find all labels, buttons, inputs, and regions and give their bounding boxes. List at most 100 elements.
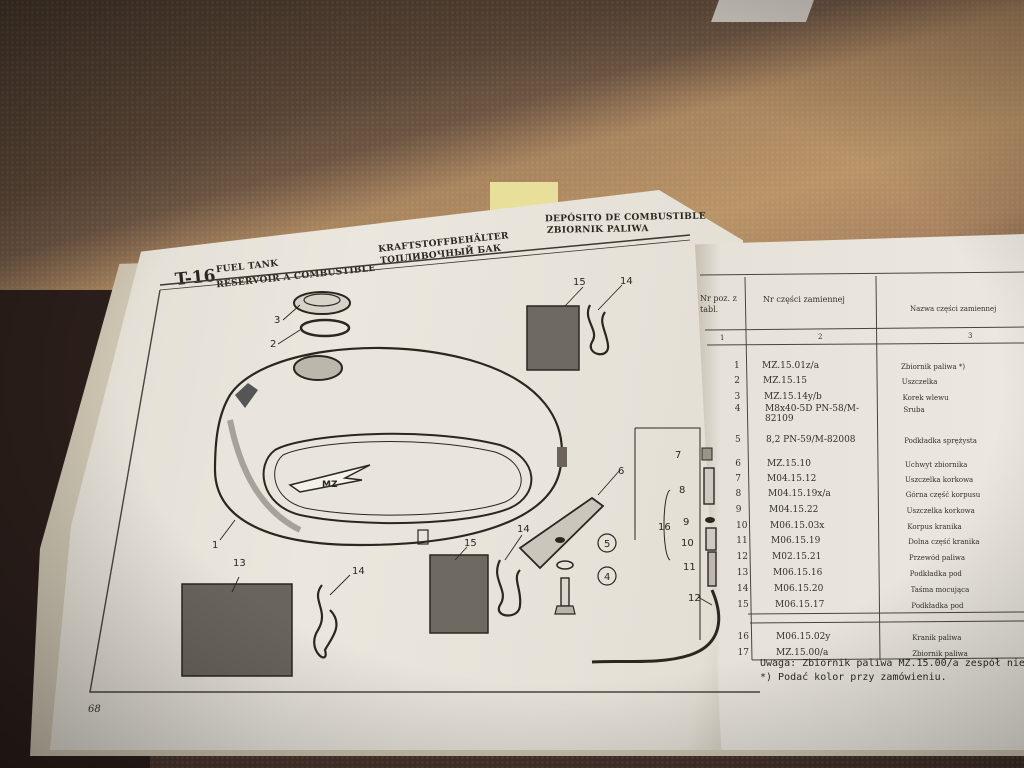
table-cell-pos: 3 <box>734 392 741 402</box>
table-cell-part-number: M8x40-5D PN-58/M-82109 <box>765 404 860 424</box>
callout-2: 2 <box>270 339 276 350</box>
table-cell-part-number: M04.15.12 <box>767 474 817 484</box>
table-cell-pos: 16 <box>737 632 749 642</box>
parts-table-grid <box>699 271 1024 661</box>
table-cell-pos: 5 <box>735 435 741 445</box>
col-num-1: 1 <box>720 334 725 342</box>
tank-petcock-port <box>417 529 429 545</box>
table-cell-pos: 6 <box>735 459 741 469</box>
tank-badge-panel <box>262 432 533 525</box>
callout-11: 11 <box>683 562 696 573</box>
header-rule <box>159 234 691 286</box>
callout-14-center: 14 <box>517 524 530 535</box>
table-cell-part-number: M02.15.21 <box>772 552 822 562</box>
table-cell-part-number: MZ.15.10 <box>767 459 811 469</box>
table-cell-pos: 13 <box>736 568 749 578</box>
rubber-pad-15-lower <box>429 554 489 634</box>
table-note-1: Uwaga: Zbiornik paliwa MZ.15.00/a zespół… <box>760 658 1024 669</box>
callout-15-upper: 15 <box>573 277 586 288</box>
callout-9: 9 <box>683 517 689 528</box>
tank-mount-lug <box>557 447 567 467</box>
table-cell-part-name: Korpus kranika <box>907 523 962 531</box>
callout-6: 6 <box>618 466 624 477</box>
petcock-part-8 <box>703 467 715 505</box>
table-cell-part-name: Uchwyt zbiornika <box>905 461 968 469</box>
callout-7: 7 <box>675 450 681 461</box>
mz-logo-wing <box>288 464 371 493</box>
table-cell-pos: 7 <box>735 474 741 484</box>
header-rule-thin <box>159 239 691 291</box>
tank-filler-neck <box>293 355 343 381</box>
col-header-name: Nazwa części zamiennej <box>910 305 997 313</box>
strap-14-left <box>313 584 338 659</box>
table-cell-part-name: Zbiornik paliwa <box>912 650 968 658</box>
filler-cap-top <box>303 293 341 307</box>
table-cell-pos: 10 <box>736 521 748 531</box>
table-cell-pos: 9 <box>735 505 742 515</box>
table-cell-part-number: M06.15.17 <box>775 600 825 610</box>
table-cell-pos: 2 <box>734 376 740 386</box>
callout-12: 12 <box>688 593 701 604</box>
callout-4-circle <box>597 566 617 586</box>
table-cell-part-number: M06.15.19 <box>771 536 821 546</box>
table-cell-pos: 15 <box>737 600 749 610</box>
table-cell-part-number: M06.15.20 <box>774 584 824 594</box>
table-cell-pos: 12 <box>736 552 748 562</box>
mz-logo-text: MZ <box>322 480 338 490</box>
table-cell-part-number: MZ.15.15 <box>763 376 807 386</box>
table-cell-part-name: Uszczelka korkowa <box>906 507 975 515</box>
table-cell-part-number: M06.15.03x <box>770 521 825 531</box>
table-cell-part-name: Podkładka pod <box>909 570 962 578</box>
tank-shading <box>227 419 302 533</box>
filler-cap <box>293 291 351 315</box>
fuel-hose-12 <box>591 589 721 664</box>
screw-4-head <box>554 605 576 615</box>
table-cell-part-name: Dolna część kranika <box>908 538 980 546</box>
table-cell-part-name: Przewód paliwa <box>909 554 966 562</box>
callout-14-left: 14 <box>352 566 365 577</box>
table-cell-part-name: Kranik paliwa <box>912 634 962 642</box>
callout-13: 13 <box>233 558 246 569</box>
filler-gasket <box>299 318 351 338</box>
table-cell-part-name: Zbiornik paliwa *) <box>901 363 966 371</box>
callout-16: 16 <box>658 522 671 533</box>
table-cell-part-name: Górna część korpusu <box>905 491 981 499</box>
table-cell-part-number: M06.15.02y <box>776 632 831 642</box>
table-cell-part-name: Śruba <box>903 406 925 414</box>
tank-vent <box>235 383 258 408</box>
rubber-pad-13 <box>181 583 293 677</box>
strap-14-upper <box>586 304 610 356</box>
callout-5: 5 <box>604 539 610 550</box>
screw-4 <box>560 577 570 607</box>
fuel-tank <box>213 346 563 547</box>
table-cell-part-name: Uszczelka <box>901 378 938 386</box>
parts-table: Nr poz. z tabl. Nr części zamiennej Nazw… <box>700 0 1024 768</box>
table-cell-part-number: MZ.15.14y/b <box>764 392 822 402</box>
col-num-2: 2 <box>818 333 823 341</box>
table-cell-part-number: M04.15.19x/a <box>768 489 831 499</box>
rubber-pad-15-upper <box>526 305 580 371</box>
table-cell-part-number: M04.15.22 <box>769 505 819 515</box>
mounting-bracket-6 <box>518 496 605 570</box>
table-cell-pos: 11 <box>736 536 748 546</box>
callout-3: 3 <box>274 315 280 326</box>
right-page <box>695 234 1024 750</box>
table-note-2: *) Podać kolor przy zamówieniu. <box>760 672 947 683</box>
table-cell-pos: 14 <box>737 584 749 594</box>
callout-4: 4 <box>604 572 610 583</box>
callout-8: 8 <box>679 485 685 496</box>
callout-16-brace <box>663 489 671 561</box>
strap-14-center <box>496 559 522 617</box>
table-cell-part-number: MZ.15.00/a <box>776 648 829 658</box>
table-cell-pos: 1 <box>734 361 740 371</box>
table-cell-part-name: Korek wlewu <box>902 394 949 402</box>
petcock-part-7 <box>701 447 713 461</box>
table-cell-pos: 4 <box>734 404 741 414</box>
table-cell-part-name: Taśma mocująca <box>910 586 970 594</box>
petcock-part-11 <box>707 551 717 587</box>
table-cell-part-name: Podkładka sprężysta <box>904 437 977 445</box>
washer-5 <box>556 560 574 570</box>
table-cell-part-number: 8,2 PN-59/M-82008 <box>766 435 856 445</box>
petcock-part-9 <box>705 517 715 523</box>
